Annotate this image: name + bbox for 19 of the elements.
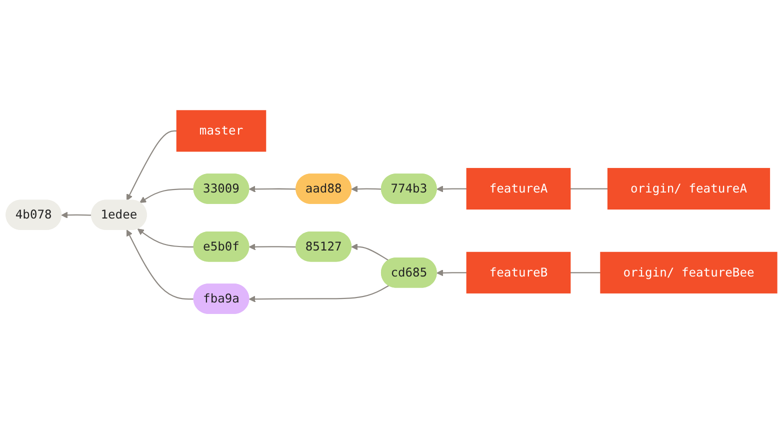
arrow (248, 186, 296, 192)
arrow (126, 130, 177, 201)
arrow (436, 270, 467, 276)
arrow (248, 244, 296, 250)
connector (570, 188, 608, 190)
node-box: master (176, 110, 266, 152)
arrow (140, 188, 194, 203)
node-box: origin/ featureA (607, 168, 770, 210)
arrow (126, 230, 194, 300)
arrow (351, 243, 390, 261)
connector (570, 272, 601, 274)
node-box: origin/ featureBee (600, 252, 778, 294)
arrow (137, 228, 194, 248)
arrow (248, 285, 390, 302)
arrow (61, 212, 92, 218)
node-box: featureA (466, 168, 571, 210)
node-box: featureB (466, 252, 571, 294)
arrow (436, 186, 467, 192)
arrow (351, 186, 382, 192)
